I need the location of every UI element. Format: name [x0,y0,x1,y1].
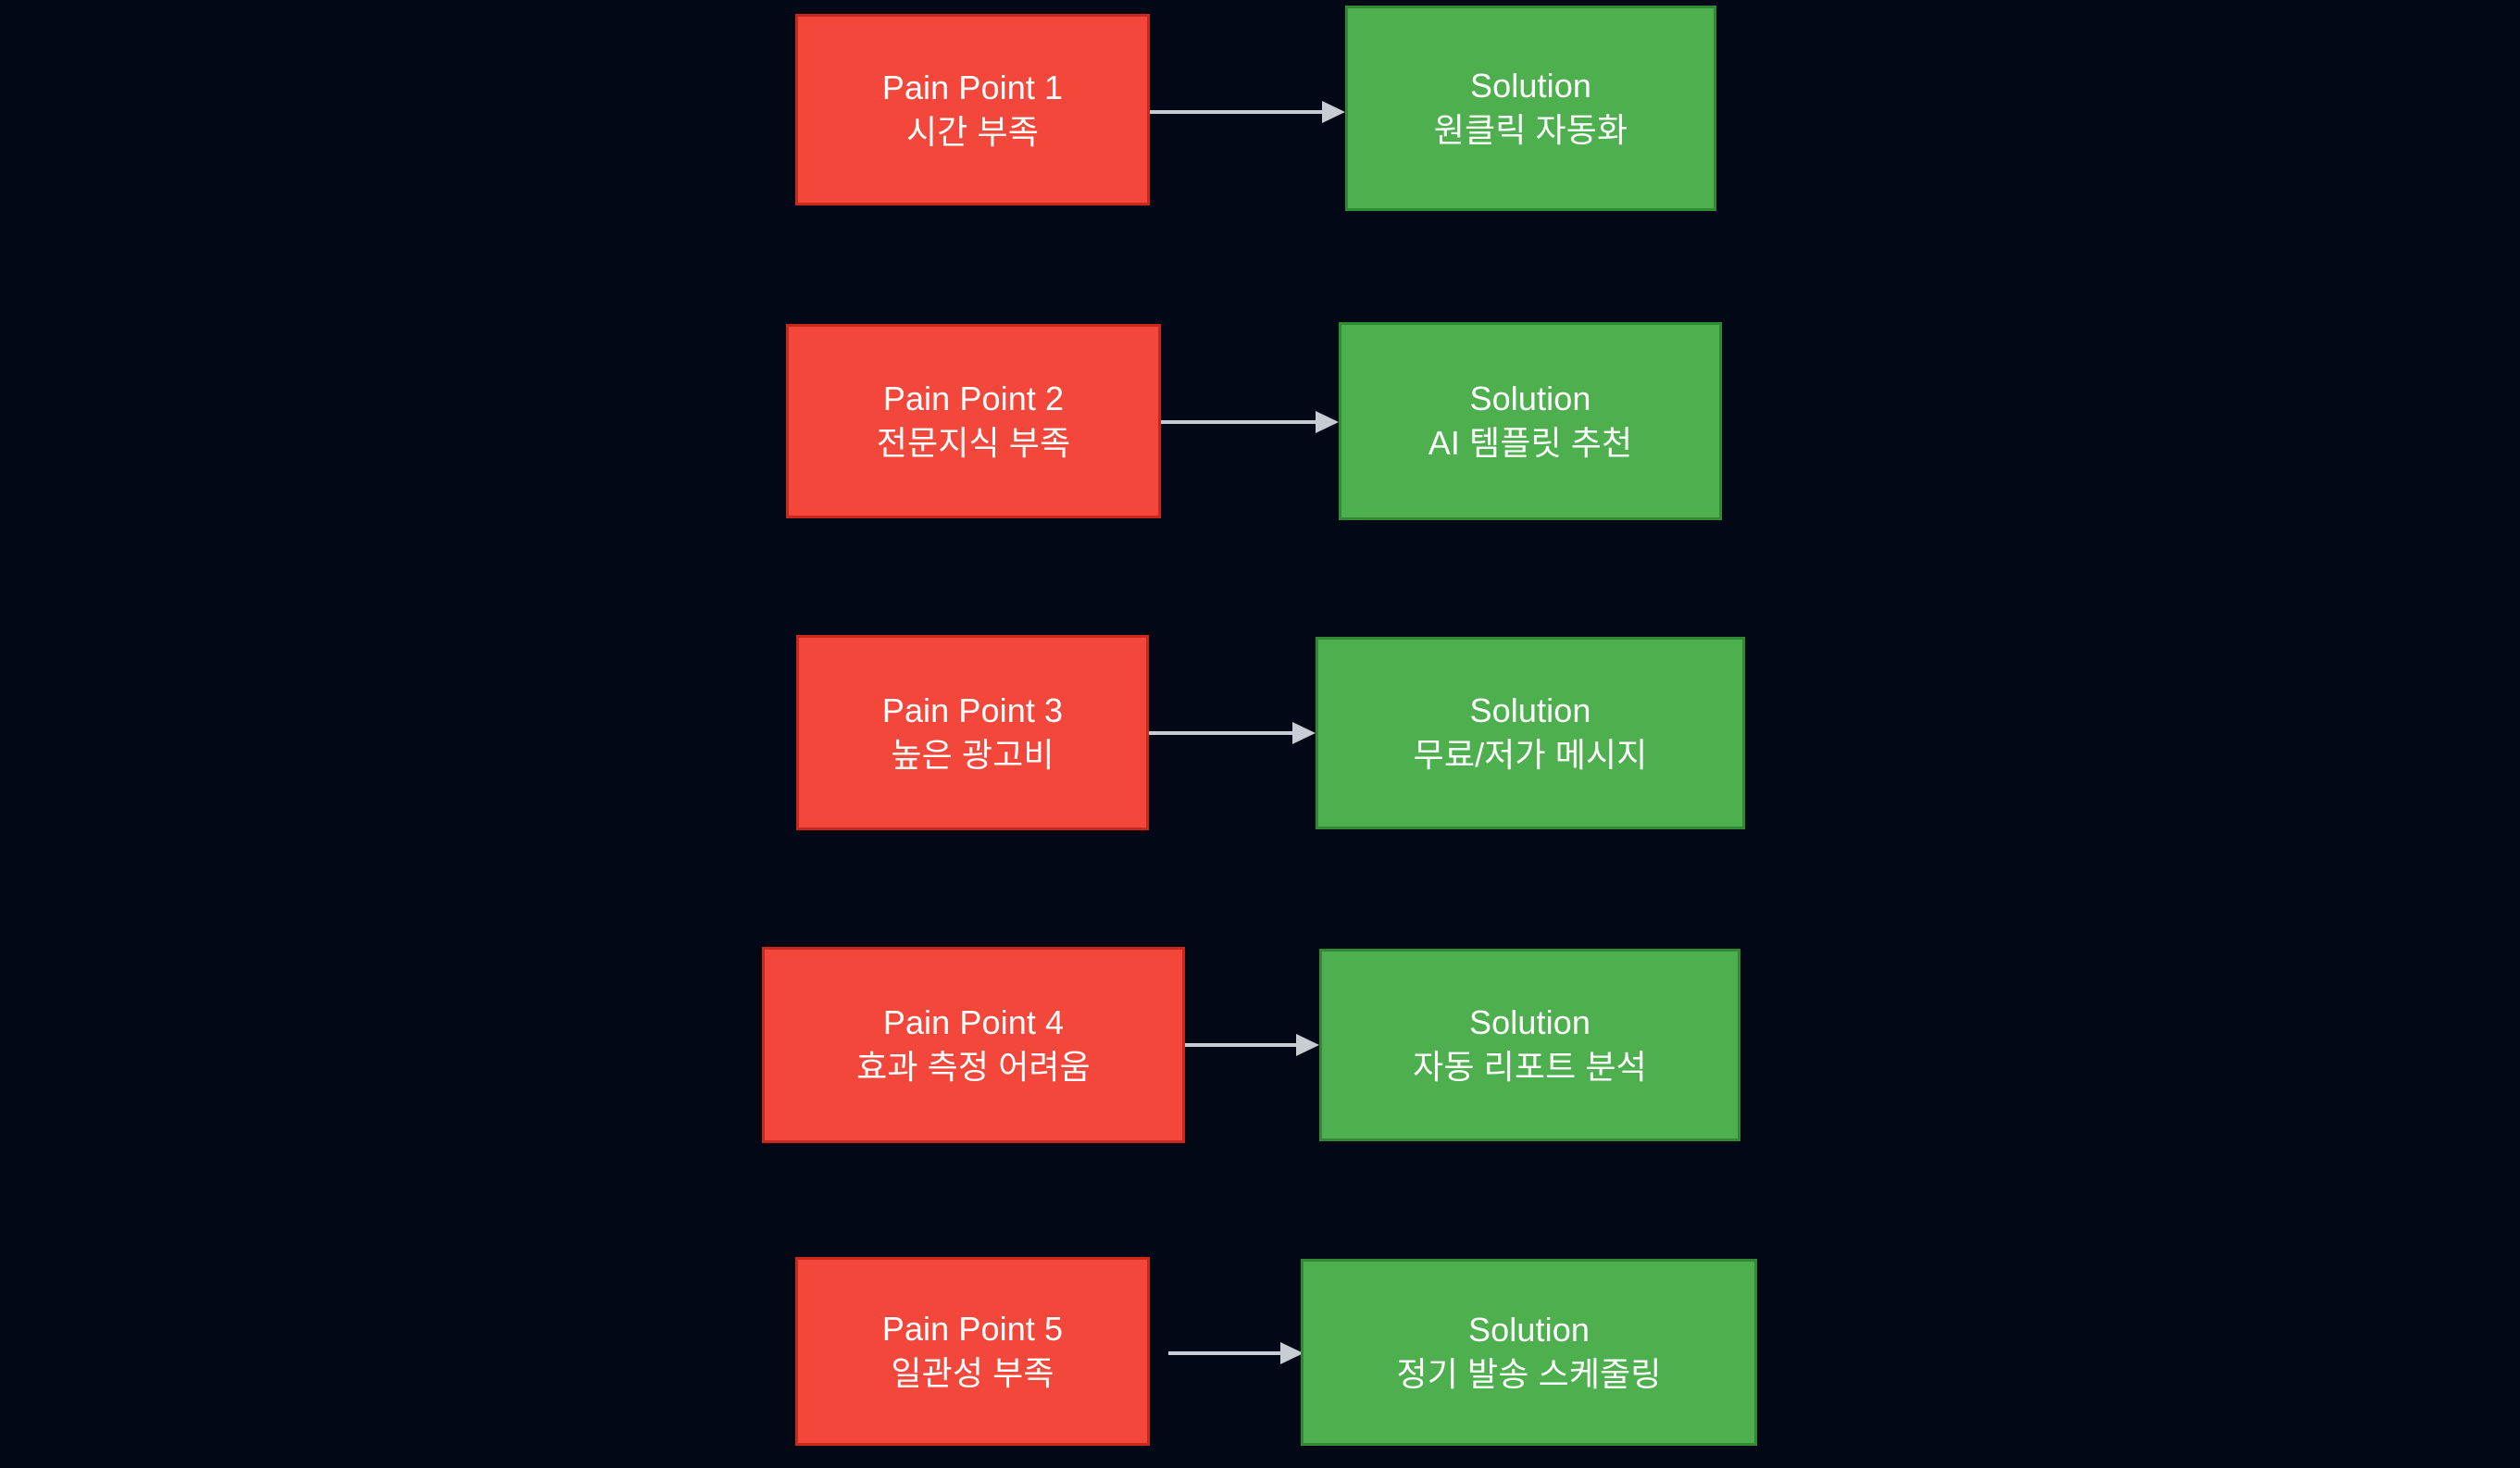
solution-node-2[interactable]: Solution AI 템플릿 추천 [1339,322,1722,520]
pain-point-node-4-subtitle: 효과 측정 어려움 [856,1048,1091,1086]
solution-node-4-title: Solution [1469,1003,1591,1042]
arrow-connector-5 [1168,1335,1304,1372]
pain-point-node-5[interactable]: Pain Point 5 일관성 부족 [795,1257,1150,1446]
pain-point-node-2-title: Pain Point 2 [882,379,1065,418]
pain-point-node-2-subtitle: 전문지식 부족 [876,424,1071,462]
pain-point-node-1-subtitle: 시간 부족 [906,112,1039,151]
solution-node-2-title: Solution [1469,379,1591,418]
pain-point-node-1-title: Pain Point 1 [881,68,1064,106]
pain-point-node-5-subtitle: 일관성 부족 [891,1354,1054,1392]
pain-point-node-4[interactable]: Pain Point 4 효과 측정 어려움 [762,947,1185,1143]
solution-node-4[interactable]: Solution 자동 리포트 분석 [1319,949,1740,1141]
solution-node-3-title: Solution [1469,691,1591,730]
solution-node-2-subtitle: AI 템플릿 추천 [1428,424,1633,462]
solution-node-5[interactable]: Solution 정기 발송 스케줄링 [1301,1259,1757,1446]
arrow-connector-2 [1161,404,1339,441]
arrow-connector-4 [1185,1026,1319,1064]
solution-node-5-title: Solution [1468,1311,1590,1350]
pain-point-node-3[interactable]: Pain Point 3 높은 광고비 [796,635,1149,830]
arrow-connector-1 [1150,93,1345,131]
solution-node-1[interactable]: Solution 원클릭 자동화 [1345,6,1716,211]
pain-point-node-3-subtitle: 높은 광고비 [891,735,1054,774]
solution-node-3[interactable]: Solution 무료/저가 메시지 [1316,637,1745,829]
solution-node-5-subtitle: 정기 발송 스케줄링 [1396,1355,1662,1393]
solution-node-4-subtitle: 자동 리포트 분석 [1413,1048,1647,1086]
pain-point-node-4-title: Pain Point 4 [882,1003,1065,1042]
solution-node-1-title: Solution [1470,67,1591,106]
pain-point-node-2[interactable]: Pain Point 2 전문지식 부족 [786,324,1161,518]
solution-node-3-subtitle: 무료/저가 메시지 [1413,736,1648,774]
pain-point-node-5-title: Pain Point 5 [881,1310,1064,1349]
pain-point-node-1[interactable]: Pain Point 1 시간 부족 [795,14,1150,205]
solution-node-1-subtitle: 원클릭 자동화 [1433,111,1628,149]
arrow-connector-3 [1149,715,1316,752]
pain-point-node-3-title: Pain Point 3 [881,690,1064,729]
